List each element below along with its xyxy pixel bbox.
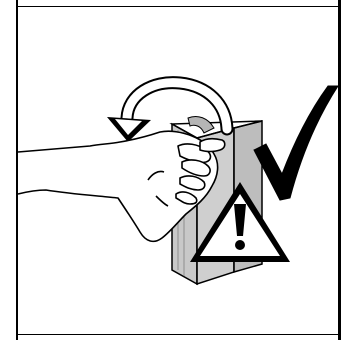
- checkmark-icon: [254, 86, 338, 200]
